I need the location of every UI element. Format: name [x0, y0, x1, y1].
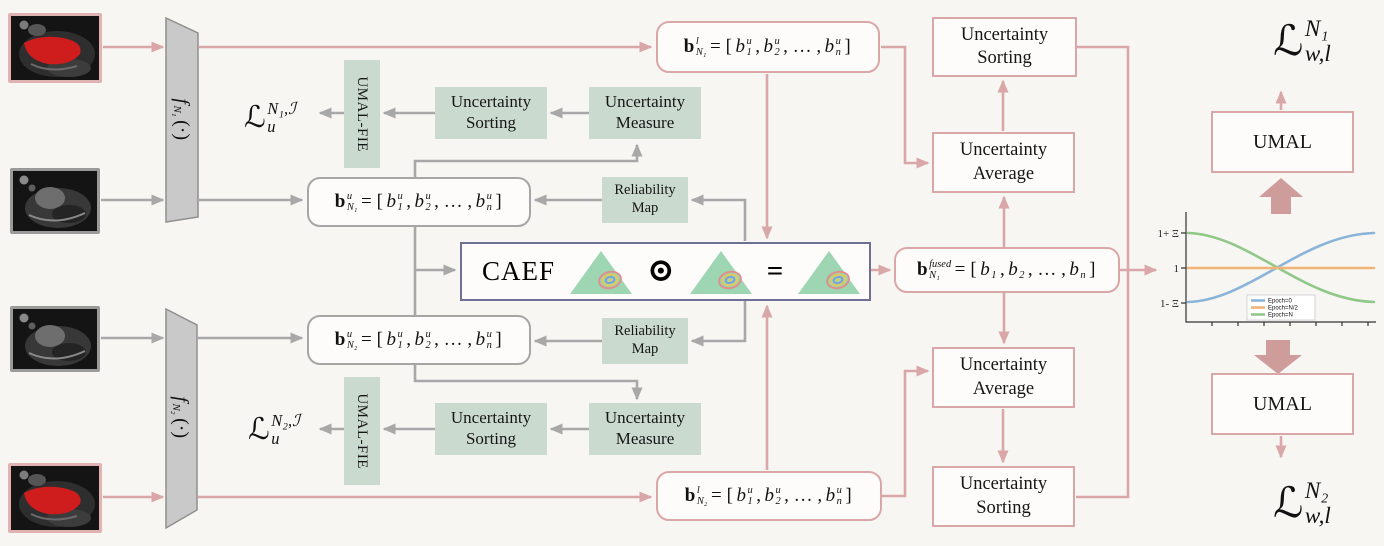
plot-legend: Epoch=0 Epoch=N/2 Epoch=N [1246, 294, 1316, 321]
arrow-b-l-n1-to-uncertainty-average-top [881, 45, 930, 169]
unlabeled-mri-thumbnail-n2 [10, 306, 100, 372]
caef-label: CAEF [482, 256, 556, 286]
red-segmentation-mask [24, 36, 81, 65]
ytick-label-lower: 1- Ξ [1160, 298, 1179, 310]
umal-box-bottom: UMAL [1211, 373, 1354, 435]
unlabeled-mri-thumbnail-n1 [10, 168, 100, 234]
arrow-b-l-n2-to-average-bottom [881, 365, 930, 498]
red-segmentation-mask [24, 486, 81, 515]
dirichlet-simplex-triangle [570, 250, 633, 294]
plot-axes [1185, 212, 1376, 323]
plot-x-ticks [1211, 322, 1369, 326]
reliability-map-bottom: Reliability Map [602, 318, 688, 364]
ytick-label-upper: 1+ Ξ [1157, 228, 1179, 240]
caef-fusion-box: CAEF ⊙ = [460, 242, 871, 301]
arrow-caef-to-reliability-map-bottom [690, 301, 747, 347]
labeled-mri-thumbnail-n1 [8, 13, 102, 83]
dirichlet-simplex-triangle [798, 250, 861, 294]
ytick-label-mid: 1 [1174, 263, 1180, 275]
uncertainty-sorting-green-top: Uncertainty Sorting [435, 87, 547, 139]
uncertainty-average-top: Uncertainty Average [932, 132, 1075, 193]
arrow-caef-to-reliability-map-top [690, 194, 747, 241]
arrow-b-u-n2-to-measure-bottom [413, 365, 643, 401]
reliability-map-top: Reliability Map [602, 177, 688, 223]
arrow-b-u-n1-to-measure-top [413, 143, 643, 177]
umal-box-top: UMAL [1211, 111, 1354, 173]
block-arrow-plot-to-umal-top [1259, 178, 1303, 214]
encoder-n2-label: f N₂(·) [170, 396, 193, 439]
uncertainty-measure-green-top: Uncertainty Measure [589, 87, 701, 139]
uncertainty-sorting-pink-bottom: Uncertainty Sorting [932, 466, 1075, 527]
uncertainty-measure-green-bottom: Uncertainty Measure [589, 403, 701, 455]
legend-epoch-0: Epoch=0 [1268, 299, 1293, 305]
encoder-n1-trapezoid [165, 16, 199, 223]
block-arrow-plot-to-umal-bottom [1254, 340, 1302, 374]
elementwise-product-symbol: ⊙ [647, 253, 675, 289]
umal-fie-box-bottom: UMAL-FIE [344, 377, 380, 485]
encoder-n1-label: f N₁(·) [171, 98, 194, 141]
dirichlet-simplex-triangle [689, 250, 752, 294]
plot-y-ticks [1181, 232, 1186, 304]
legend-epoch-half: Epoch=N/2 [1268, 306, 1299, 312]
labeled-mri-thumbnail-n2 [8, 463, 102, 533]
uncertainty-sorting-green-bottom: Uncertainty Sorting [435, 403, 547, 455]
equals-symbol: = [766, 255, 784, 287]
uncertainty-sorting-pink-top: Uncertainty Sorting [932, 17, 1077, 77]
umal-fie-box-top: UMAL-FIE [344, 60, 380, 168]
bus-sorting-top-to-sorting-bottom [1076, 45, 1130, 499]
uncertainty-average-bottom: Uncertainty Average [932, 347, 1075, 408]
encoder-n2-trapezoid [165, 307, 198, 530]
xi-schedule-plot: 1+ Ξ 1 1- Ξ Epoch=0 Epoch=N/2 Epoch=N [1157, 212, 1376, 326]
legend-epoch-n: Epoch=N [1268, 313, 1293, 319]
